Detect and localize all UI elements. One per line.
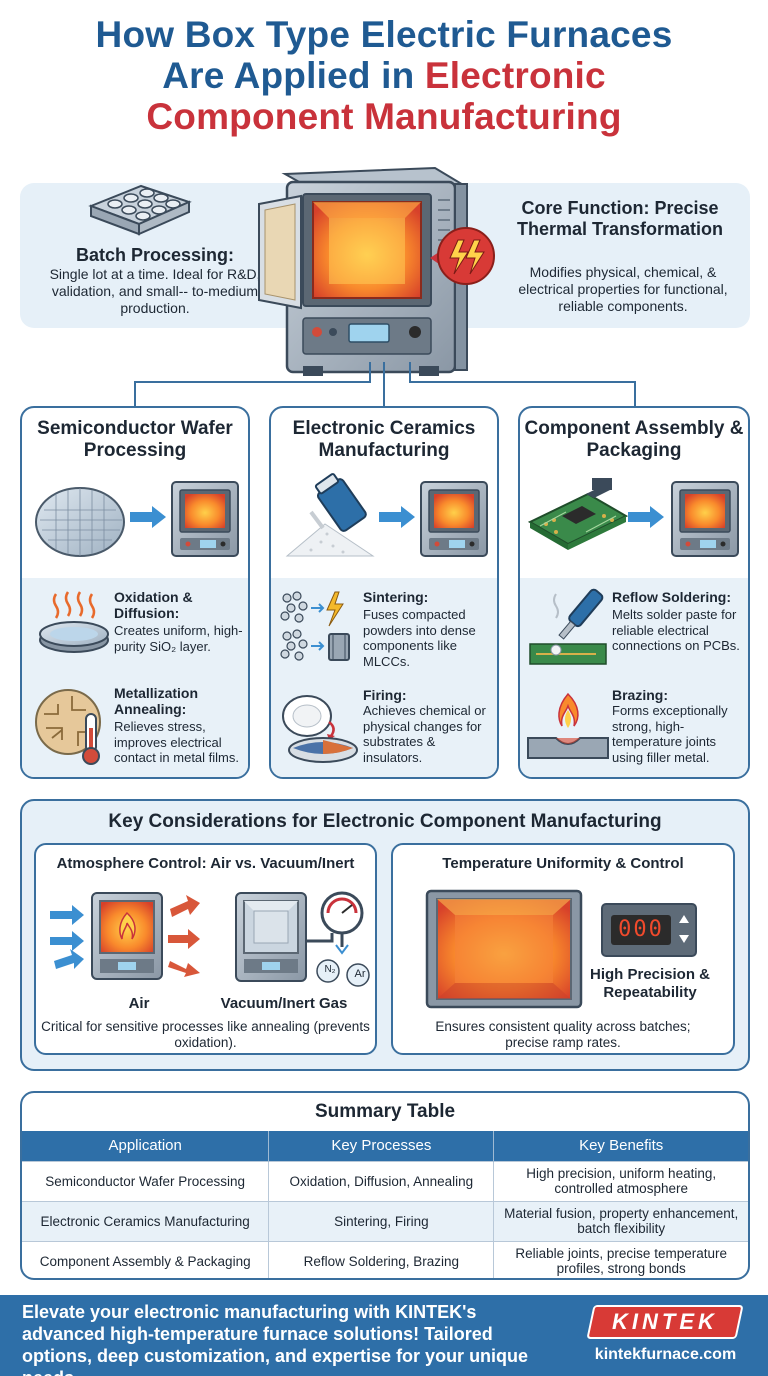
table-cell: Sintering, Firing (268, 1200, 495, 1241)
table-cell: Material fusion, property enhancement, b… (493, 1200, 748, 1241)
table-row: Component Assembly & Packaging Reflow So… (22, 1240, 748, 1278)
process-title: Reflow Soldering: (612, 589, 731, 605)
batch-processing-title: Batch Processing: (75, 245, 235, 265)
key-considerations-title: Key Considerations for Electronic Compon… (108, 811, 662, 832)
oxidation-disc-icon (39, 591, 109, 653)
wafer-icon (35, 487, 125, 557)
table-cell: Component Assembly & Packaging (22, 1240, 270, 1278)
process-desc: Forms exceptionally strong, high-tempera… (612, 703, 728, 765)
page-title: How Box Type Electric Furnaces Are Appli… (0, 14, 768, 137)
process-desc: Relieves stress, improves electrical con… (114, 719, 239, 765)
kintek-logo-text: KINTEK (612, 1309, 718, 1334)
temperature-title: Temperature Uniformity & Control (442, 855, 684, 872)
arrow-right-icon (128, 504, 168, 530)
temperature-controller: 000 (601, 903, 697, 957)
process-title: Metallization Annealing: (114, 685, 199, 717)
column-semiconductor: Semiconductor Wafer Processing Oxidation… (20, 406, 250, 779)
title-line-2b: Electronic (424, 55, 606, 96)
thermometer-circuit-icon (35, 689, 101, 765)
column-title: Semiconductor Wafer Processing (37, 418, 233, 461)
table-cell: Reflow Soldering, Brazing (268, 1240, 495, 1278)
vacuum-furnace-icon (235, 891, 370, 987)
nitrogen-label: N₂ (324, 964, 336, 975)
column-title: Component Assembly & Packaging (524, 418, 744, 461)
process-desc: Melts solder paste for reliable electric… (612, 607, 740, 653)
air-label: Air (128, 995, 150, 1012)
title-line-2a: Are Applied in (162, 55, 425, 96)
precision-label: High Precision & Repeatability (589, 966, 711, 1001)
footer-cta-text: Elevate your electronic manufacturing wi… (22, 1302, 529, 1376)
process-title: Firing: (363, 687, 407, 703)
arrow-down-icon (679, 935, 689, 943)
process-desc: Creates uniform, high-purity SiO₂ layer. (114, 623, 243, 654)
lightning-badge-icon (430, 227, 495, 285)
firing-plates-icon (282, 695, 358, 763)
table-cell: Reliable joints, precise temperature pro… (493, 1240, 748, 1278)
arrow-up-icon (679, 915, 689, 923)
mini-furnace-icon (170, 480, 240, 558)
pcb-board-icon (527, 478, 629, 550)
summary-table-card: Summary Table Application Key Processes … (20, 1091, 750, 1280)
summary-title: Summary Table (314, 1101, 456, 1122)
atmosphere-title: Atmosphere Control: Air vs. Vacuum/Inert (56, 855, 355, 872)
temperature-desc: Ensures consistent quality across batche… (435, 1019, 691, 1050)
website-link[interactable]: kintekfurnace.com (594, 1346, 737, 1363)
process-title: Brazing: (612, 687, 668, 703)
process-title: Sintering: (363, 589, 429, 605)
summary-table: Application Key Processes Key Benefits S… (22, 1131, 748, 1278)
column-assembly: Component Assembly & Packaging Reflow So… (518, 406, 750, 779)
arrow-right-icon (377, 504, 417, 530)
table-header-row: Application Key Processes Key Benefits (22, 1131, 748, 1161)
mini-furnace-icon (419, 480, 489, 558)
argon-label: Ar (354, 968, 366, 980)
table-cell: Oxidation, Diffusion, Annealing (268, 1160, 495, 1201)
table-header-cell: Application (22, 1131, 270, 1161)
process-title: Oxidation & Diffusion: (114, 589, 193, 621)
connector-lines (134, 362, 636, 406)
table-row: Semiconductor Wafer Processing Oxidation… (22, 1160, 748, 1201)
box-furnace-illustration (258, 166, 469, 376)
mini-furnace-icon (670, 480, 740, 558)
core-function-desc: Modifies physical, chemical, & electrica… (518, 264, 728, 314)
air-furnace-icon (50, 892, 200, 980)
core-function-title: Core Function: Precise Thermal Transform… (516, 198, 724, 239)
brazing-flame-icon (527, 692, 609, 759)
uniform-heating-chamber-icon (425, 889, 583, 1009)
soldering-iron-icon (529, 588, 607, 665)
vacuum-inert-label: Vacuum/Inert Gas (220, 995, 348, 1012)
process-desc: Achieves chemical or physical changes fo… (363, 703, 486, 765)
powder-bottle-icon (285, 473, 375, 557)
sintering-particles-icon (280, 591, 350, 661)
temperature-display: 000 (611, 915, 671, 945)
title-line-3: Component Manufacturing (146, 96, 622, 137)
title-line-1: How Box Type Electric Furnaces (95, 14, 673, 55)
title-line-2: Are Applied in Electronic (0, 55, 768, 96)
table-row: Electronic Ceramics Manufacturing Sinter… (22, 1200, 748, 1241)
atmosphere-control-card: Atmosphere Control: Air vs. Vacuum/Inert… (34, 843, 377, 1055)
column-ceramics: Electronic Ceramics Manufacturing Sinter… (269, 406, 499, 779)
column-title: Electronic Ceramics Manufacturing (292, 418, 476, 461)
table-cell: High precision, uniform heating, control… (493, 1160, 748, 1201)
table-cell: Semiconductor Wafer Processing (22, 1160, 270, 1201)
table-cell: Electronic Ceramics Manufacturing (22, 1200, 270, 1241)
batch-processing-desc: Single lot at a time. Ideal for R&D, val… (49, 266, 261, 316)
table-header-cell: Key Benefits (493, 1131, 748, 1161)
atmosphere-desc: Critical for sensitive processes like an… (41, 1019, 370, 1050)
process-desc: Fuses compacted powders into dense compo… (363, 607, 476, 669)
table-header-cell: Key Processes (268, 1131, 495, 1161)
temperature-control-card: Temperature Uniformity & Control 000 Hig… (391, 843, 735, 1055)
batch-tray-icon (88, 184, 192, 236)
arrow-right-icon (626, 504, 666, 530)
